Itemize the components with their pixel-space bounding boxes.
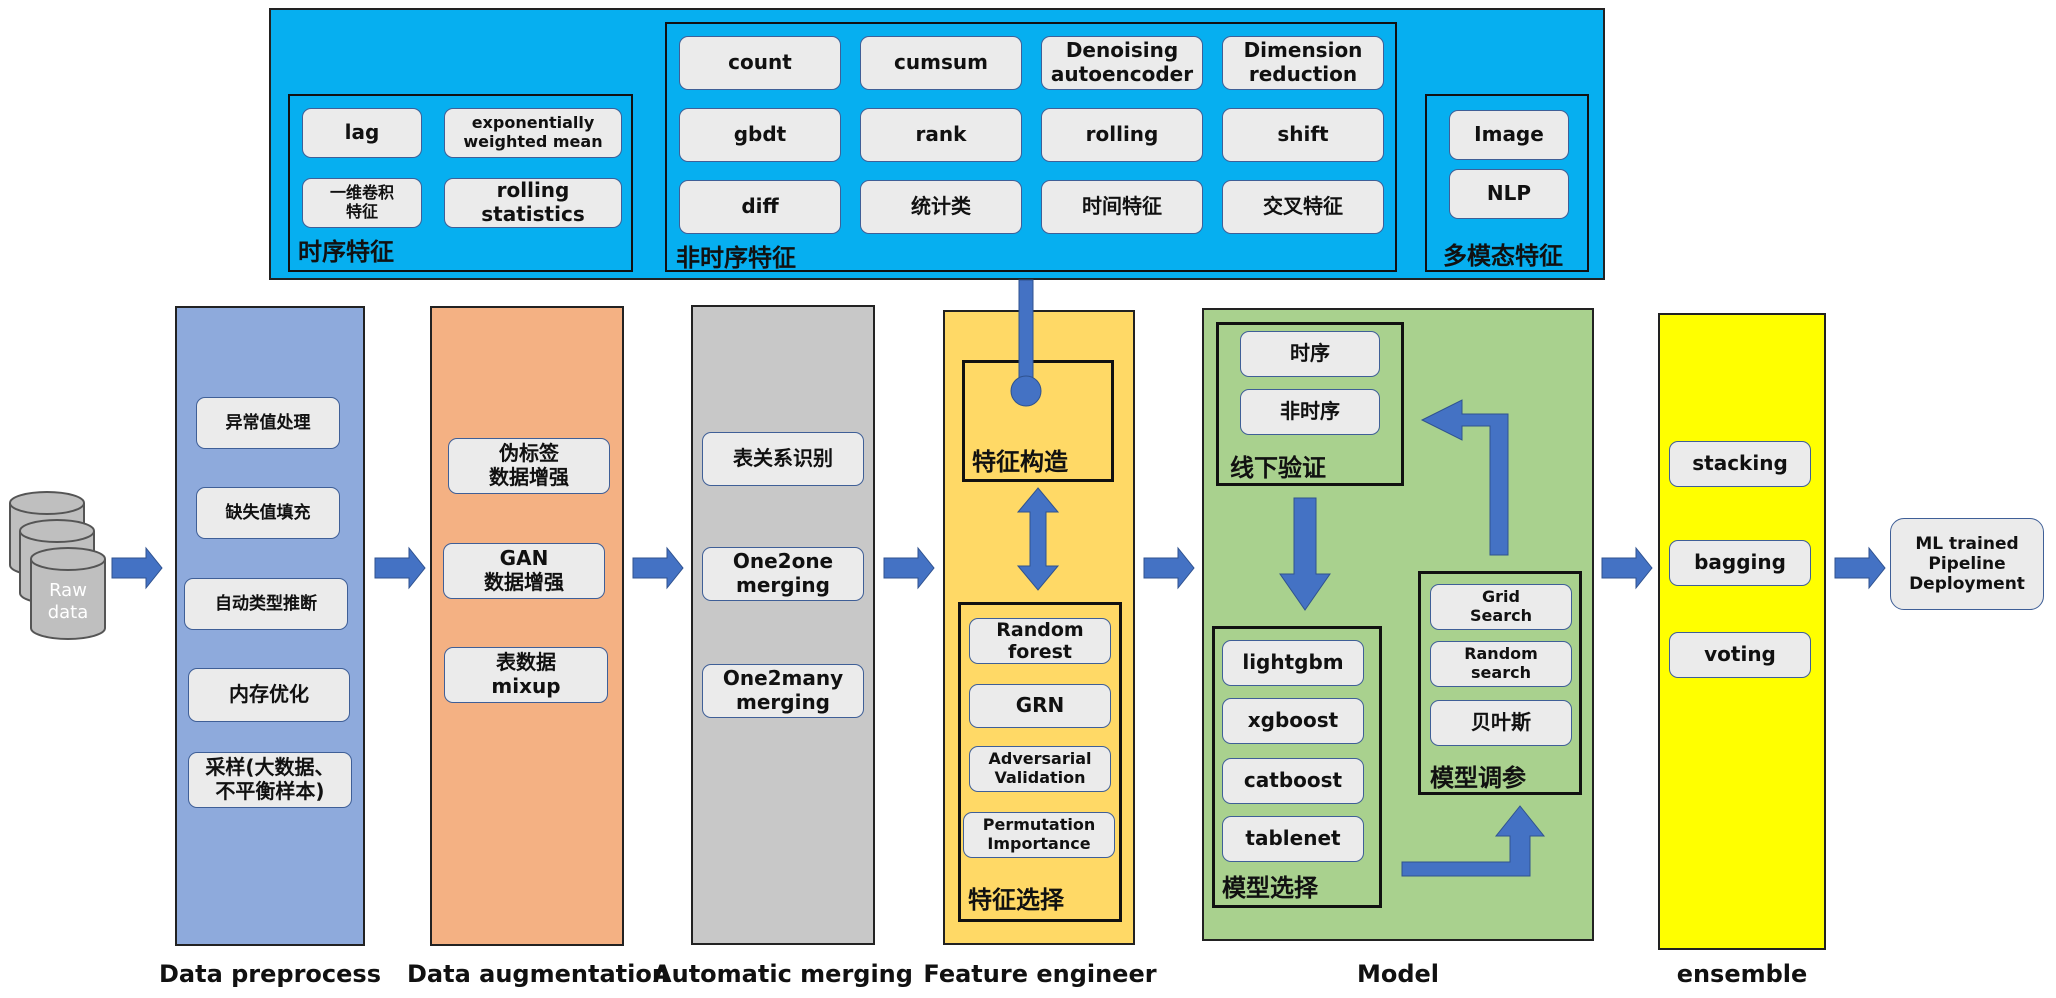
feature-rolling: rolling xyxy=(1041,108,1203,162)
model-tablenet: tablenet xyxy=(1222,816,1364,862)
gan-augmentation: GAN 数据增强 xyxy=(443,543,605,599)
adversarial-validation: Adversarial Validation xyxy=(969,746,1111,792)
model-selection-title: 模型选择 xyxy=(1222,874,1318,902)
feature-gbdt: gbdt xyxy=(679,108,841,162)
feature-construction-title: 特征构造 xyxy=(972,448,1068,476)
ensemble-label: ensemble xyxy=(1676,960,1808,988)
data-augmentation-column xyxy=(430,306,624,946)
model-tuning-title: 模型调参 xyxy=(1430,764,1526,792)
feature-cross-features: 交叉特征 xyxy=(1222,180,1384,234)
raw-data-label: Raw data xyxy=(47,580,89,623)
table-mixup: 表数据 mixup xyxy=(444,647,608,703)
one2one-merging: One2one merging xyxy=(702,547,864,601)
ensemble-column xyxy=(1658,313,1826,950)
non-time-series-feature-title: 非时序特征 xyxy=(676,244,796,272)
model-lightgbm: lightgbm xyxy=(1222,640,1364,686)
sampling: 采样(大数据、 不平衡样本) xyxy=(188,752,352,808)
feature-shift: shift xyxy=(1222,108,1384,162)
auto-type-inference: 自动类型推断 xyxy=(184,578,348,630)
feature-construction-group xyxy=(962,360,1114,482)
arrow-validation-to-selection xyxy=(1279,497,1331,611)
pseudo-label-augmentation: 伪标签 数据增强 xyxy=(448,438,610,494)
data-augmentation-label: Data augmentation xyxy=(407,960,669,988)
time-series-feature-group xyxy=(288,94,633,272)
ensemble-voting: voting xyxy=(1669,632,1811,678)
time-series-feature-title: 时序特征 xyxy=(298,238,394,266)
arrow-tuning-to-validation xyxy=(1420,399,1509,556)
top-panel-connector-dot xyxy=(1010,375,1042,407)
arrow-model-to-ensemble xyxy=(1601,546,1653,590)
feature-cumsum: cumsum xyxy=(860,36,1022,90)
model-xgboost: xgboost xyxy=(1222,698,1364,744)
feature-denoising-autoencoder: Denoising autoencoder xyxy=(1041,36,1203,90)
feature-rank: rank xyxy=(860,108,1022,162)
automatic-merging-label: Automatic merging xyxy=(653,960,913,988)
model-catboost: catboost xyxy=(1222,758,1364,804)
multimodal-feature-title: 多模态特征 xyxy=(1443,242,1563,270)
top-panel-connector-stem xyxy=(1018,279,1034,379)
random-search: Random search xyxy=(1430,641,1572,687)
feature-diff: diff xyxy=(679,180,841,234)
one2many-merging: One2many merging xyxy=(702,664,864,718)
ml-pipeline-deployment: ML trained Pipeline Deployment xyxy=(1890,518,2044,610)
validation-non-time-series: 非时序 xyxy=(1240,389,1380,435)
permutation-importance: Permutation Importance xyxy=(963,812,1115,858)
multimodal-feature-group xyxy=(1425,94,1589,272)
bayesian-search: 贝叶斯 xyxy=(1430,700,1572,746)
arrow-feature-to-model xyxy=(1143,546,1195,590)
missing-value-imputation: 缺失值填充 xyxy=(196,487,340,539)
feature-lag: lag xyxy=(302,108,422,158)
arrow-selection-to-tuning xyxy=(1401,805,1546,877)
ensemble-bagging: bagging xyxy=(1669,540,1811,586)
ensemble-stacking: stacking xyxy=(1669,441,1811,487)
feature-time-features: 时间特征 xyxy=(1041,180,1203,234)
table-relation-recognition: 表关系识别 xyxy=(702,432,864,486)
feature-image: Image xyxy=(1449,110,1569,160)
feature-selection-title: 特征选择 xyxy=(968,886,1064,914)
model-label: Model xyxy=(1356,960,1440,988)
grn: GRN xyxy=(969,684,1111,728)
feature-1d-convolution: 一维卷积 特征 xyxy=(302,178,422,228)
model-tuning-group xyxy=(1418,571,1582,795)
feature-statistics: 统计类 xyxy=(860,180,1022,234)
feature-rolling-statistics: rolling statistics xyxy=(444,178,622,228)
random-forest: Random forest xyxy=(969,618,1111,664)
non-time-series-feature-group xyxy=(665,22,1397,272)
feature-exponentially-weighted-mean: exponentially weighted mean xyxy=(444,108,622,158)
automatic-merging-column xyxy=(691,305,875,945)
offline-validation-title: 线下验证 xyxy=(1230,454,1326,482)
arrow-preprocess-to-augmentation xyxy=(374,546,426,590)
feature-count: count xyxy=(679,36,841,90)
arrow-raw-to-preprocess xyxy=(111,546,163,590)
arrow-ensemble-to-deployment xyxy=(1834,546,1886,590)
arrow-merging-to-feature xyxy=(883,546,935,590)
outlier-handling: 异常值处理 xyxy=(196,397,340,449)
arrow-construct-select xyxy=(1016,487,1060,591)
grid-search: Grid Search xyxy=(1430,584,1572,630)
feature-engineer-label: Feature engineer xyxy=(923,960,1157,988)
arrow-augmentation-to-merging xyxy=(632,546,684,590)
feature-selection-group xyxy=(958,602,1122,922)
model-selection-group xyxy=(1212,626,1382,908)
data-preprocess-label: Data preprocess xyxy=(158,960,381,988)
memory-optimization: 内存优化 xyxy=(188,668,350,722)
validation-time-series: 时序 xyxy=(1240,331,1380,377)
offline-validation-group xyxy=(1216,322,1404,486)
feature-dimension-reduction: Dimension reduction xyxy=(1222,36,1384,90)
feature-nlp: NLP xyxy=(1449,169,1569,219)
